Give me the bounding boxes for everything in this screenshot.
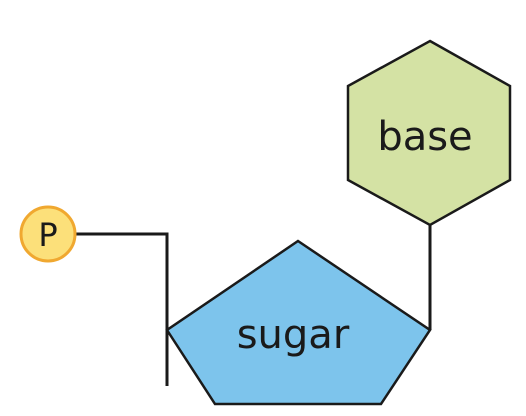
phosphate-label: P: [38, 216, 57, 254]
phosphate-circle: [19, 205, 77, 263]
base-hexagon: [346, 39, 512, 227]
sugar-pentagon: [165, 239, 432, 406]
sugar-label: sugar: [237, 312, 350, 358]
phosphate-sugar-bond: [76, 232, 169, 386]
base-label: base: [377, 114, 472, 160]
